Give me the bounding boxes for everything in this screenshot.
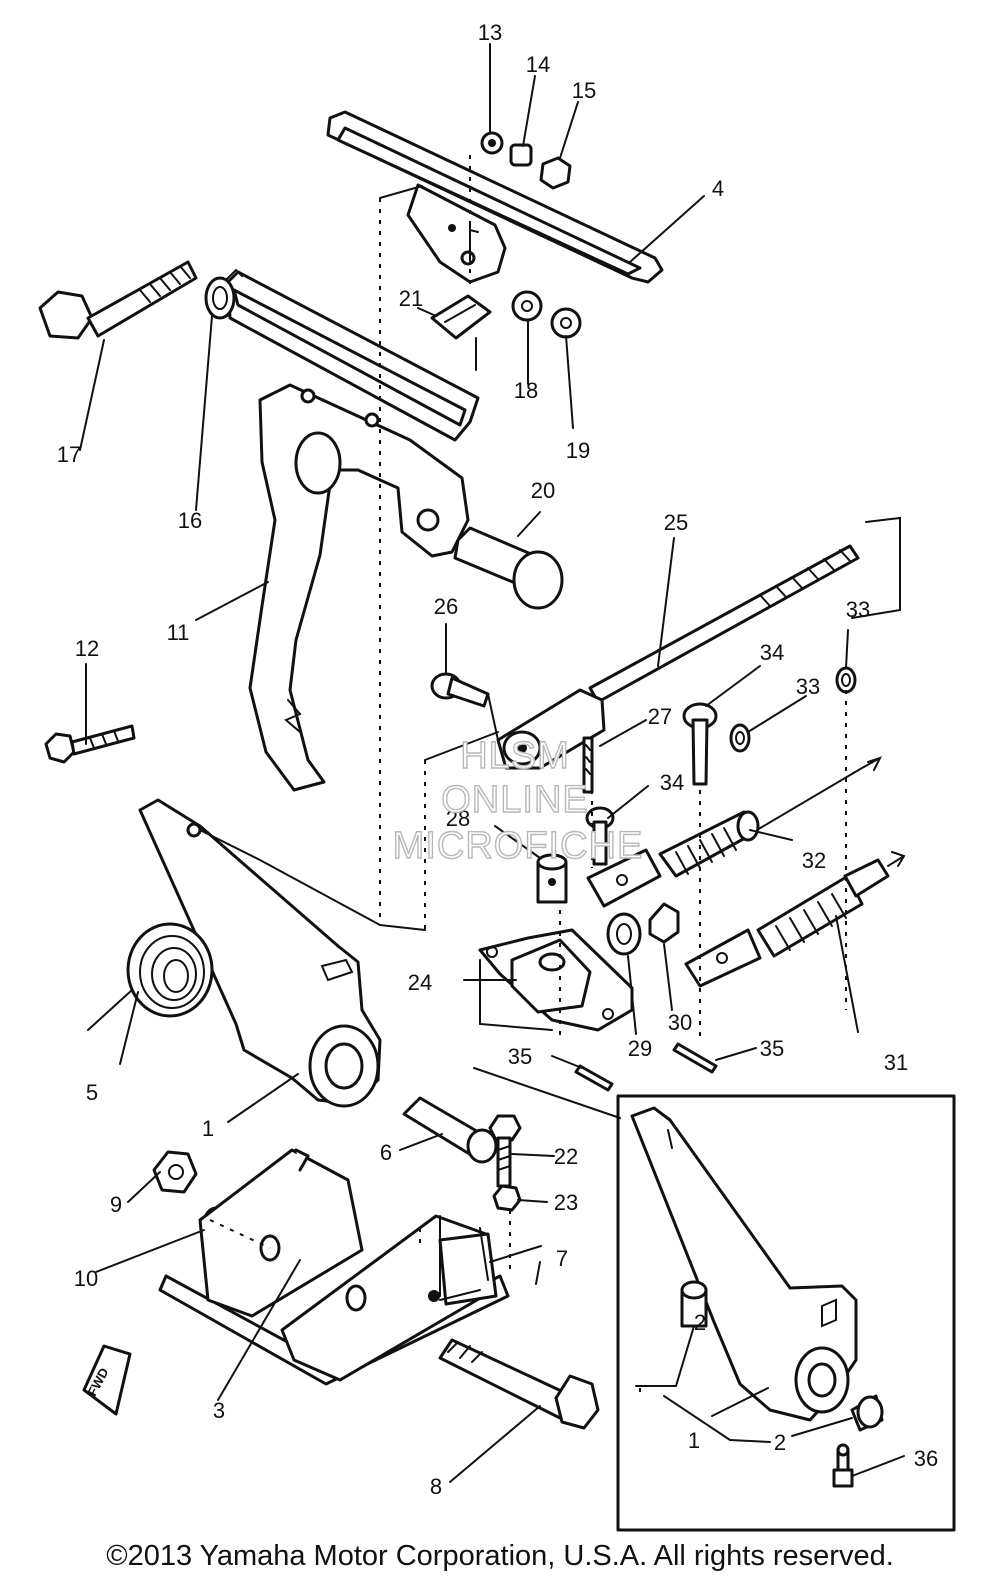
callout-33-top: 33 <box>846 597 870 622</box>
fwd-arrow-logo: FWD <box>82 1344 132 1416</box>
callout-21: 21 <box>399 286 423 311</box>
callout-12: 12 <box>75 636 99 661</box>
copyright-footer: ©2013 Yamaha Motor Corporation, U.S.A. A… <box>106 1540 894 1572</box>
nut-part-9 <box>152 1150 198 1194</box>
inset-callout-2-upper: 2 <box>694 1310 706 1335</box>
washer-part-18 <box>511 290 543 322</box>
clevis-pin-part-34-upper <box>682 702 718 786</box>
washer-part-19 <box>550 307 582 339</box>
callout-17: 17 <box>57 442 81 467</box>
callout-10: 10 <box>74 1266 98 1291</box>
pedal-pad-part-4 <box>326 110 664 284</box>
callout-4: 4 <box>712 176 724 201</box>
pin-part-21 <box>430 294 492 340</box>
callout-35-left: 35 <box>508 1044 532 1069</box>
inset-callout-2-lower: 2 <box>774 1430 786 1455</box>
cotter-pin-part-35-left <box>574 1064 614 1092</box>
collar-part-29 <box>606 912 642 956</box>
callout-19: 19 <box>566 438 590 463</box>
callout-31: 31 <box>884 1050 908 1075</box>
nut-part-30 <box>648 902 680 944</box>
callout-labels: 13 14 15 4 21 17 16 18 19 20 25 11 12 26… <box>57 20 938 1499</box>
callout-14: 14 <box>526 52 550 77</box>
return-spring-part-5 <box>87 922 214 1031</box>
clevis-pin-part-26 <box>430 672 490 708</box>
callout-8: 8 <box>430 1474 442 1499</box>
bolt-part-17 <box>38 260 198 340</box>
center-lines <box>209 155 847 1398</box>
washer-part-33-right <box>835 666 857 694</box>
callout-27: 27 <box>648 704 672 729</box>
detail-inset <box>616 1094 956 1532</box>
callout-9: 9 <box>110 1192 122 1217</box>
callout-leaders <box>79 43 905 1483</box>
spring-part-16 <box>204 268 243 320</box>
bolt-part-8 <box>438 1338 600 1430</box>
bushing-part-2-right <box>850 1394 884 1432</box>
callout-24: 24 <box>408 970 432 995</box>
washer-part-33-left <box>729 723 751 753</box>
callout-34-top: 34 <box>760 640 784 665</box>
bracket-part-24 <box>478 928 634 1032</box>
callout-7: 7 <box>556 1246 568 1271</box>
watermark-line-2: ONLINE <box>441 779 588 821</box>
watermark-line-1: HLSM <box>460 735 570 777</box>
bushing-part-2-left <box>680 1280 708 1328</box>
brake-arm-part-1 <box>138 798 382 1108</box>
bolt-part-12 <box>44 724 136 764</box>
brake-pedal-lever-part-11 <box>226 270 480 792</box>
watermark-line-3: MICROFICHE <box>393 825 644 867</box>
callout-1: 1 <box>202 1116 214 1141</box>
callout-6: 6 <box>380 1140 392 1165</box>
bracket-plate-part-7 <box>428 1227 498 1306</box>
callout-16: 16 <box>178 508 202 533</box>
callout-30: 30 <box>668 1010 692 1035</box>
grease-fitting-part-36 <box>832 1443 854 1488</box>
callout-25: 25 <box>664 510 688 535</box>
clevis-pin-part-34-lower <box>585 806 615 866</box>
brake-cable-part-31 <box>684 851 906 988</box>
callout-23: 23 <box>554 1190 578 1215</box>
callout-5: 5 <box>86 1080 98 1105</box>
watermark: HLSM ONLINE MICROFICHE <box>392 734 644 867</box>
inset-callout-1: 1 <box>688 1428 700 1453</box>
sleeve-part-6 <box>402 1096 498 1164</box>
callout-22: 22 <box>554 1144 578 1169</box>
callout-29: 29 <box>628 1036 652 1061</box>
assembly-lines <box>199 185 901 1387</box>
nut-part-23 <box>492 1184 522 1212</box>
callout-34-bottom: 34 <box>660 770 684 795</box>
brake-cable-part-32 <box>586 756 882 908</box>
callout-33-middle: 33 <box>796 674 820 699</box>
inset-callout-36: 36 <box>914 1446 938 1471</box>
brake-rod-part-25 <box>496 544 860 770</box>
callout-18: 18 <box>514 378 538 403</box>
bolt-part-22 <box>488 1114 522 1188</box>
callout-35-right: 35 <box>760 1036 784 1061</box>
pivot-shaft-part-28 <box>536 853 568 904</box>
lock-washer-part-14 <box>509 143 533 167</box>
pivot-pin-part-20 <box>453 526 564 610</box>
callout-20: 20 <box>531 478 555 503</box>
cotter-pin-part-35-right <box>672 1042 718 1074</box>
callout-28: 28 <box>446 806 470 831</box>
nut-part-15 <box>539 156 572 190</box>
callout-13: 13 <box>478 20 502 45</box>
callout-11: 11 <box>167 620 190 645</box>
nut-part-13 <box>480 131 504 155</box>
callout-32: 32 <box>802 848 826 873</box>
callout-15: 15 <box>572 78 596 103</box>
callout-26: 26 <box>434 594 458 619</box>
callout-3: 3 <box>213 1398 225 1423</box>
